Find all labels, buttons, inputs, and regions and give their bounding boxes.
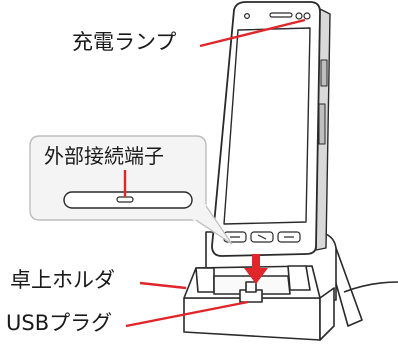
smartphone bbox=[211, 1, 331, 257]
usb-plug-label: USBプラグ bbox=[6, 311, 113, 335]
leader-lines bbox=[123, 18, 306, 328]
down-arrow-icon bbox=[244, 254, 268, 284]
charge-lamp-label: 充電ランプ bbox=[72, 30, 177, 54]
usb-plug-leader bbox=[125, 300, 249, 328]
usb-cable bbox=[343, 281, 398, 293]
charge-lamp-leader bbox=[199, 18, 306, 48]
desktop-holder-label: 卓上ホルダ bbox=[10, 268, 115, 292]
desktop-holder-leader bbox=[139, 281, 187, 290]
external-port-callout bbox=[29, 135, 233, 245]
external-port-label: 外部接続端子 bbox=[44, 144, 164, 168]
